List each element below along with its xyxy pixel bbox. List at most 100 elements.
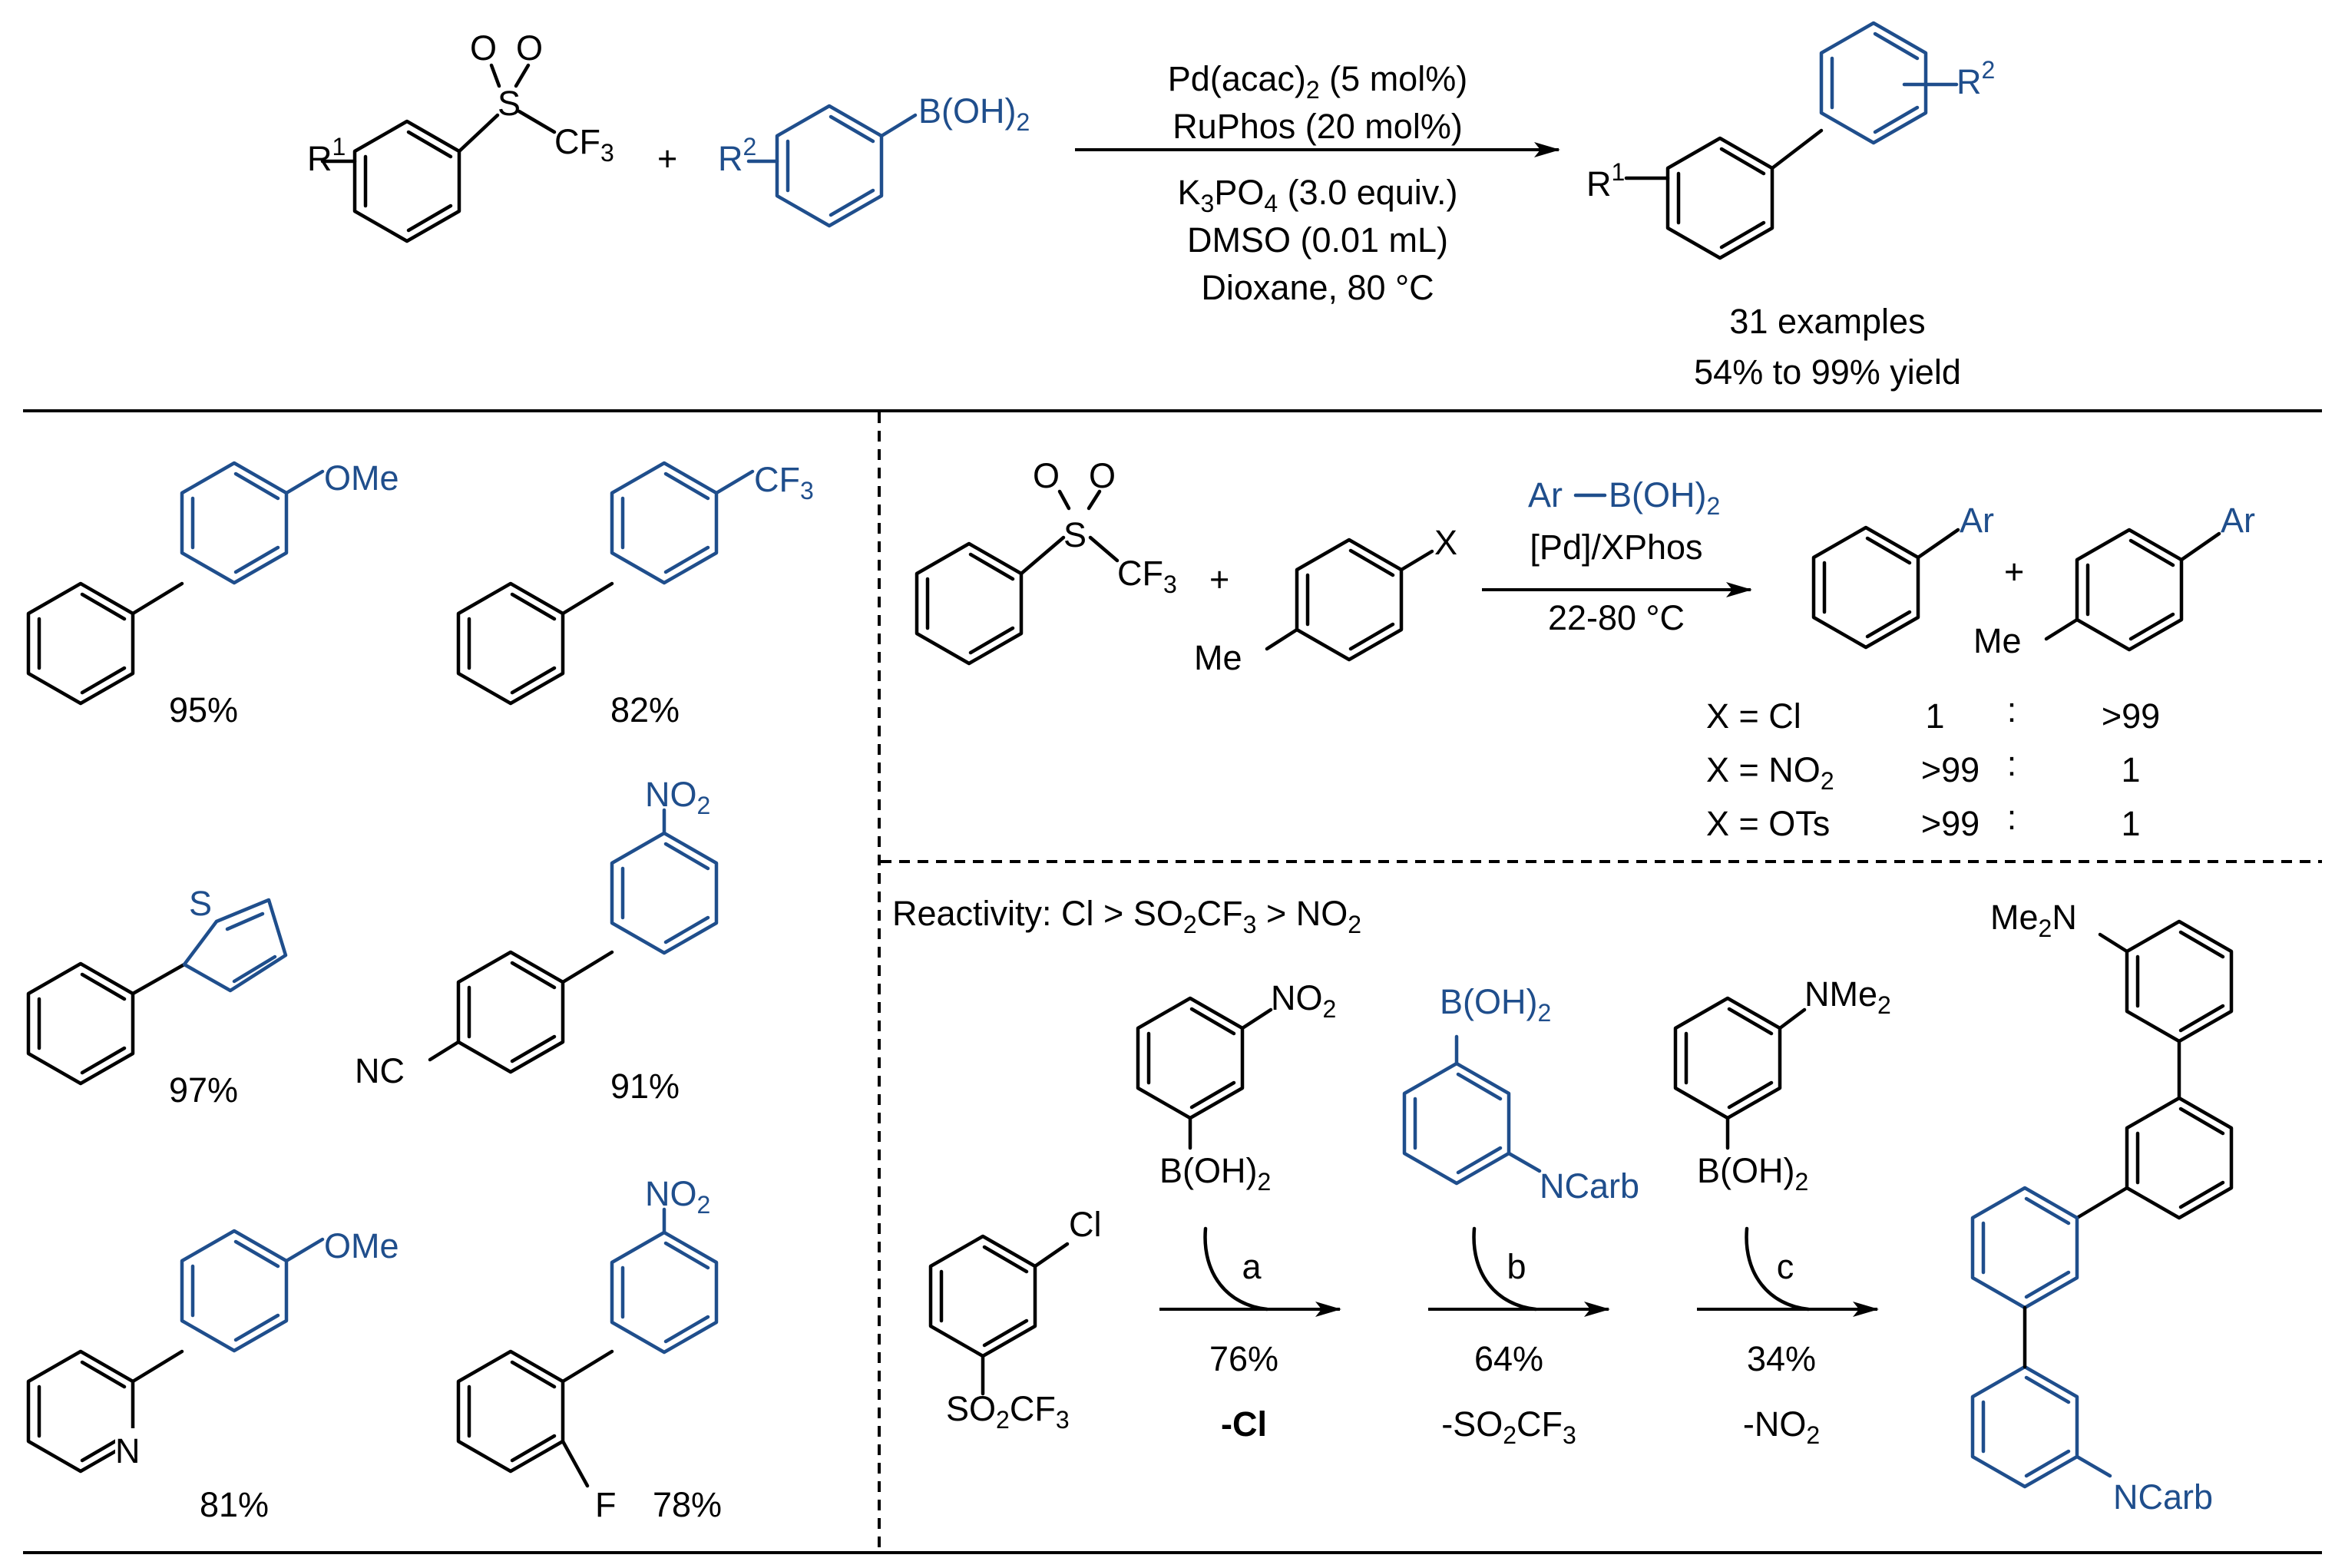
example-5: N OMe 81% <box>26 1226 399 1524</box>
r1-label: R1 <box>307 133 346 178</box>
substituent-label: CF3 <box>754 460 814 504</box>
example-1: OMe 95% <box>26 458 399 729</box>
sulfur-label: S <box>1063 515 1087 554</box>
ratio-a: >99 <box>1921 804 1980 843</box>
yield-range: 54% to 99% yield <box>1694 352 1961 392</box>
selectivity-row: X = OTs >99 : 1 <box>1706 798 2141 843</box>
cf3-label: CF3 <box>554 122 614 167</box>
example-2: CF3 82% <box>456 460 814 729</box>
step-letter: b <box>1507 1247 1526 1286</box>
ratio-colon: : <box>2007 690 2017 729</box>
ratio-b: 1 <box>2121 804 2140 843</box>
chloro-label: Cl <box>1069 1205 1102 1244</box>
reactant-aryl-sulfone: R1 O O S CF3 <box>307 28 614 243</box>
ncarb-label: NCarb <box>2113 1477 2213 1517</box>
fluoro-label: F <box>595 1485 617 1524</box>
examples-count: 31 examples <box>1729 302 1925 341</box>
reagent-a: NO2 B(OH)2 <box>1136 978 1336 1196</box>
leaving-group: -Cl <box>1221 1404 1267 1444</box>
yield-label: 95% <box>169 690 238 729</box>
reagent-b: B(OH)2 NCarb <box>1402 982 1639 1206</box>
step-yield: 76% <box>1209 1339 1278 1378</box>
aryl-label: Ar <box>1528 475 1563 514</box>
r1-label: R1 <box>1586 158 1625 203</box>
methyl-label: Me <box>1973 621 2022 660</box>
additive-text: DMSO (0.01 mL) <box>1187 220 1448 260</box>
ratio-a: >99 <box>1921 750 1980 789</box>
catalyst-text: [Pd]/XPhos <box>1530 528 1702 567</box>
step-letter: c <box>1777 1247 1794 1286</box>
example-6: F NO2 78% <box>456 1174 722 1524</box>
substituent-label: OMe <box>324 1226 399 1265</box>
aryl-label: Ar <box>2221 501 2255 540</box>
boronic-acid-label: B(OH)2 <box>1159 1151 1271 1196</box>
final-product: Me2N NCarb <box>1970 898 2234 1517</box>
ncarb-label: NCarb <box>1540 1166 1639 1206</box>
sulfonyl-label: SO2CF3 <box>946 1389 1070 1434</box>
oxygen-label: O <box>1033 456 1060 495</box>
cf3-label: CF3 <box>1117 554 1177 598</box>
ratio-b: 1 <box>2121 750 2140 789</box>
step-yield: 34% <box>1747 1339 1816 1378</box>
plus-sign: + <box>2004 552 2024 591</box>
selectivity-table: X = Cl 1 : >99 X = NO2 >99 : 1 X = OTs >… <box>1706 690 2160 843</box>
x-label: X = NO2 <box>1706 750 1834 795</box>
yield-label: 97% <box>169 1070 238 1110</box>
yield-label: 78% <box>653 1485 722 1524</box>
base-text: K3PO4 (3.0 equiv.) <box>1178 173 1458 217</box>
ligand-text: RuPhos (20 mol%) <box>1172 107 1463 146</box>
reagent-c: NMe2 B(OH)2 <box>1673 974 1891 1196</box>
x-label: X = Cl <box>1706 696 1801 736</box>
oxygen-label: O <box>1089 456 1116 495</box>
sulfur-label: S <box>189 884 212 923</box>
catalyst-text: Pd(acac)2 (5 mol%) <box>1168 59 1467 104</box>
r2-label: R2 <box>1956 56 1995 101</box>
substituent-label: NO2 <box>645 1174 710 1219</box>
temperature-text: 22-80 °C <box>1548 598 1685 637</box>
substituent-label: NO2 <box>645 775 710 819</box>
general-reaction: R1 O O S CF3 + R2 B(OH)2 Pd(acac)2 (5 mo… <box>307 21 1995 392</box>
ratio-colon: : <box>2007 798 2017 837</box>
ratio-colon: : <box>2007 744 2017 783</box>
ratio-a: 1 <box>1925 696 1944 736</box>
selectivity-row: X = NO2 >99 : 1 <box>1706 744 2141 795</box>
r2-label: R2 <box>718 133 756 178</box>
methyl-label: Me <box>1194 638 1242 677</box>
nitro-label: NO2 <box>1271 978 1336 1023</box>
x-label: X = OTs <box>1706 804 1830 843</box>
reactivity-order: Reactivity: Cl > SO2CF3 > NO2 <box>892 894 1361 938</box>
step-a: a 76% -Cl <box>1159 1226 1341 1444</box>
plus-sign: + <box>657 139 677 178</box>
boronic-acid-label: B(OH)2 <box>1697 1151 1808 1196</box>
sulfur-label: S <box>498 84 521 123</box>
competition-experiment: O O S CF3 + X Me Ar B(OH)2 [Pd]/XPhos 22… <box>915 456 2255 843</box>
solvent-text: Dioxane, 80 °C <box>1201 268 1434 307</box>
product-biaryl: R1 R2 <box>1586 21 1995 260</box>
step-yield: 64% <box>1474 1339 1543 1378</box>
benzene-ring <box>352 119 461 243</box>
ratio-b: >99 <box>2102 696 2160 736</box>
yield-label: 81% <box>200 1485 269 1524</box>
reactant-boronic-acid: R2 B(OH)2 <box>718 91 1030 228</box>
step-letter: a <box>1242 1247 1262 1286</box>
plus-sign: + <box>1209 560 1229 599</box>
dimethylamino-label: NMe2 <box>1804 974 1891 1019</box>
yield-label: 82% <box>610 690 680 729</box>
nitrile-label: NC <box>355 1051 405 1090</box>
step-c: c 34% -NO2 <box>1697 1226 1879 1449</box>
substituent-label: OMe <box>324 458 399 498</box>
sequential-coupling: Reactivity: Cl > SO2CF3 > NO2 Cl SO2CF3 … <box>892 894 2234 1517</box>
boronic-acid-label: B(OH)2 <box>1609 475 1720 520</box>
leaving-group: -NO2 <box>1743 1404 1820 1449</box>
dimethylamino-label: Me2N <box>1990 898 2077 942</box>
oxygen-label: O <box>470 28 497 68</box>
benzene-ring <box>1819 21 1928 145</box>
aryl-label: Ar <box>1960 501 1994 540</box>
boronic-acid-label: B(OH)2 <box>918 91 1030 136</box>
example-3: S 97% <box>26 883 288 1110</box>
benzene-ring <box>775 104 884 228</box>
nitrogen-label: N <box>115 1431 141 1470</box>
step-b: b 64% -SO2CF3 <box>1428 1226 1610 1449</box>
selectivity-row: X = Cl 1 : >99 <box>1706 690 2160 736</box>
